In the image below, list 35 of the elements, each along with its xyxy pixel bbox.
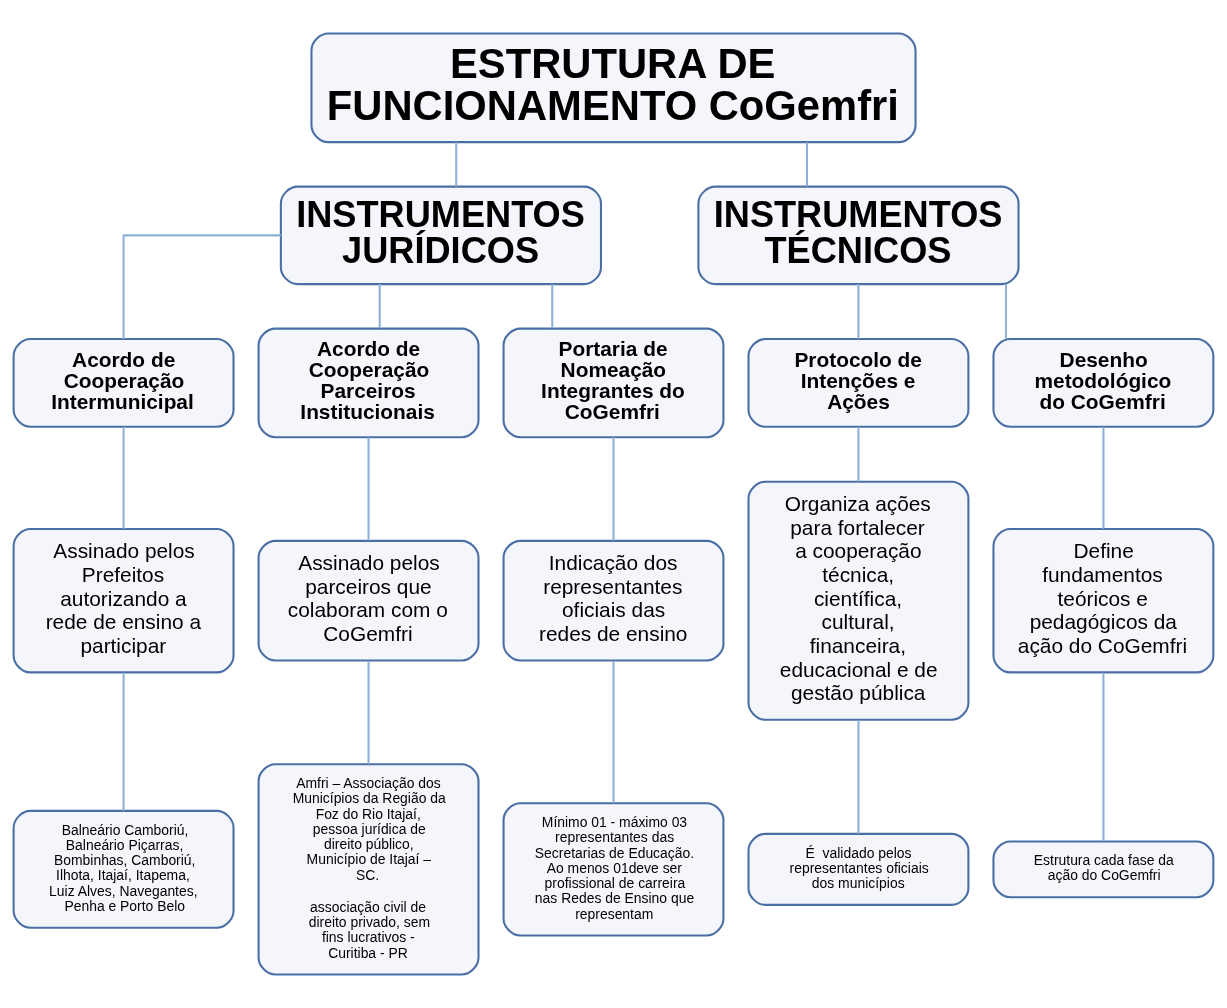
- node-box: ESTRUTURA DE FUNCIONAMENTO CoGemfri: [310, 32, 917, 144]
- node-box: Balneário Camboriú, Balneário Piçarras, Bombinhas, Camboriú, Ilhota, Itajaí, Itapema, Luiz Alves, Navegantes, Penha e Porto Belo: [12, 809, 235, 929]
- connector: [122, 672, 125, 811]
- node-box: Organiza ações para fortalecer a cooperação técnica, científica, cultural, financeira, educacional e de gestão pública: [747, 480, 970, 721]
- connector: [378, 284, 381, 329]
- node-box: Indicação dos representantes oficiais das redes de ensino: [502, 539, 725, 662]
- connector: [122, 234, 281, 340]
- node-box: INSTRUMENTOS TÉCNICOS: [697, 185, 1020, 286]
- node-box: Assinado pelos parceiros que colaboram com o CoGemfri: [257, 539, 480, 662]
- connector: [857, 284, 860, 339]
- connector: [612, 661, 615, 804]
- node-box: Desenho metodológico do CoGemfri: [992, 338, 1215, 428]
- node-box: Estrutura cada fase da ação do CoGemfri: [992, 840, 1215, 899]
- connector: [455, 142, 458, 187]
- node-box: Define fundamentos teóricos e pedagógicos da ação do CoGemfri: [992, 528, 1215, 674]
- connector: [551, 284, 554, 329]
- connector: [1102, 427, 1105, 529]
- node-box: Acordo de Cooperação Intermunicipal: [12, 338, 235, 428]
- node-box: Assinado pelos Prefeitos autorizando a rede de ensino a participar: [12, 528, 235, 674]
- node-box: É validado pelos representantes oficiais dos municípios: [747, 832, 970, 906]
- connector: [1102, 672, 1105, 842]
- node-box: Protocolo de Intenções e Ações: [747, 338, 970, 428]
- node-box: Mínimo 01 - máximo 03 representantes das Secretarias de Educação. Ao menos 01deve ser profissional de carreira nas Redes de Ensino que representam: [502, 802, 725, 937]
- node-box: Amfri – Associação dos Municípios da Região da Foz do Rio Itajaí, pessoa jurídica de direito público, Município de Itajaí – SC. associação civil de direito privado, sem fins lucrativos - Curitiba - PR: [257, 763, 480, 976]
- connector: [367, 437, 370, 541]
- node-box: INSTRUMENTOS JURÍDICOS: [279, 185, 602, 286]
- connector: [122, 427, 125, 529]
- node-box: Acordo de Cooperação Parceiros Institucionais: [257, 327, 480, 439]
- connector: [857, 720, 860, 834]
- node-box: Portaria de Nomeação Integrantes do CoGemfri: [502, 327, 725, 439]
- connector: [857, 427, 860, 482]
- connector: [1004, 284, 1008, 339]
- connector: [805, 142, 808, 187]
- connector: [612, 437, 615, 541]
- connector: [367, 661, 370, 764]
